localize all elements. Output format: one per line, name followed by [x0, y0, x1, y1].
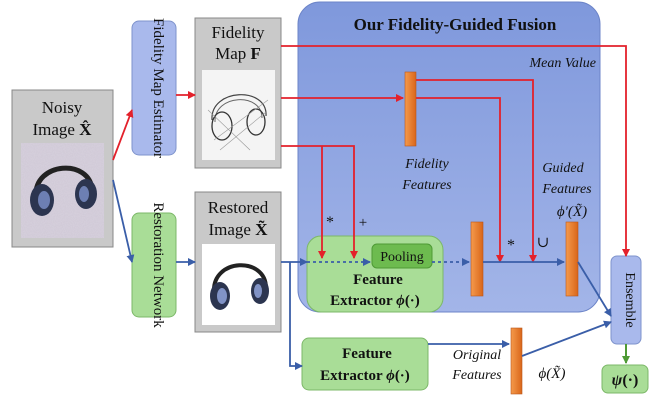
guided-features-math: ϕ′(X̃) [557, 204, 587, 220]
noisy-image-label-line1: Noisy [42, 98, 83, 117]
guided-features-label-line1: Guided [542, 161, 584, 176]
arrow-guided-to-ensemble [577, 261, 612, 317]
feature-extractor-bottom-line1: Feature [342, 346, 392, 362]
original-features-label-line2: Features [451, 368, 502, 383]
pooling-box [371, 243, 433, 269]
restoration-network-label: Restoration Network [150, 202, 166, 328]
arrow-map-to-extractor [281, 145, 358, 259]
multiply-op-2: * [507, 237, 515, 254]
arrow-map-to-ensemble [281, 45, 630, 257]
plus-op: + [359, 215, 367, 231]
fidelity-features-label-line2: Features [401, 178, 452, 193]
restored-image-label-line2: Image X̃ [208, 219, 268, 239]
fidelity-map-image [202, 70, 275, 160]
multiply-op-1: * [326, 214, 334, 231]
red-arrows [112, 45, 630, 263]
arrow-original-to-ensemble [521, 320, 612, 357]
mean-value-label: Mean Value [529, 56, 596, 71]
feature-extractor-inner-line2: Extractor ϕ(·) [330, 293, 420, 309]
pooling-label: Pooling [380, 250, 424, 265]
arrow-restored-to-bottom-extractor [289, 262, 303, 370]
blue-arrows [112, 179, 612, 370]
noisy-image-label-line2: Image X̂ [32, 120, 92, 139]
fidelity-features-label-line1: Fidelity [404, 157, 449, 172]
mid-features-bar [470, 221, 484, 297]
restoration-network-box [131, 212, 177, 318]
original-features-bar [510, 327, 523, 395]
guided-features-label-line2: Features [541, 182, 592, 197]
restored-headphones-image [202, 244, 275, 325]
output-box [601, 364, 649, 394]
fidelity-map-label-line2: Map F [215, 44, 261, 63]
original-features-label-line1: Original [453, 348, 501, 363]
fidelity-features-bar [404, 71, 417, 147]
fidelity-map-label-line1: Fidelity [212, 23, 265, 42]
ensemble-label: Ensemble [622, 272, 637, 327]
arrow-features-to-mult [416, 97, 504, 263]
output-label: ψ(·) [612, 372, 639, 389]
guided-features-bar [565, 221, 579, 297]
feature-extractor-inner-line1: Feature [353, 272, 403, 288]
noisy-headphones-image [21, 143, 104, 238]
fidelity-map-estimator-label: Fidelity Map Estimator [150, 18, 166, 158]
feature-extractor-bottom-line2: Extractor ϕ(·) [320, 368, 410, 384]
arrow-mean-to-union [416, 79, 537, 263]
arrow-noisy-to-restoration [112, 179, 135, 263]
union-op: ∪ [537, 235, 550, 251]
fidelity-map-estimator-box [131, 20, 177, 156]
restored-image-label-line1: Restored [208, 198, 269, 217]
arrow-noisy-to-estimator [112, 109, 134, 161]
fusion-title: Our Fidelity-Guided Fusion [354, 15, 557, 34]
original-features-math: ϕ(X̃) [539, 366, 566, 382]
